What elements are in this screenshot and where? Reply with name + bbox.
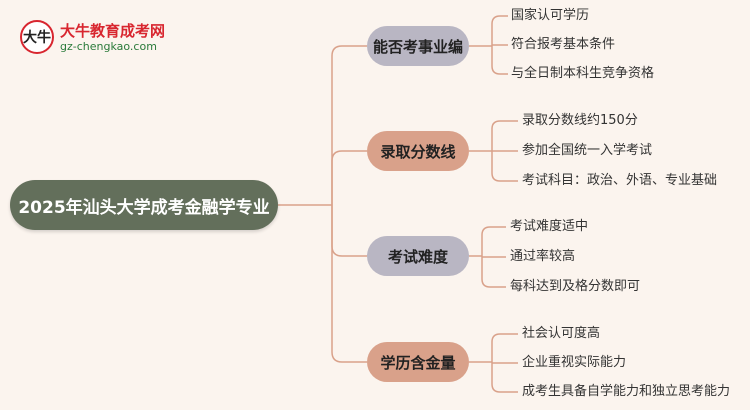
logo-url: gz-chengkao.com bbox=[60, 40, 157, 53]
branch-connector bbox=[331, 205, 367, 363]
leaf-node: 考试难度适中 bbox=[510, 219, 589, 234]
leaf-node: 考试科目：政治、外语、专业基础 bbox=[522, 173, 718, 188]
leaf-node: 企业重视实际能力 bbox=[522, 355, 627, 370]
branch-connector bbox=[331, 205, 367, 257]
leaf-node: 社会认可度高 bbox=[522, 326, 601, 341]
leaf-connector bbox=[491, 362, 518, 393]
leaf-node: 每科达到及格分数即可 bbox=[510, 279, 641, 294]
leaf-node: 成考生具备自学能力和独立思考能力 bbox=[522, 384, 731, 399]
logo-mark-icon: 大牛 bbox=[20, 20, 54, 54]
leaf-connector bbox=[491, 120, 518, 151]
branch-node-career: 能否考事业编 bbox=[367, 26, 469, 66]
root-node: 2025年汕头大学成考金融学专业 bbox=[10, 180, 278, 230]
logo-title: 大牛教育成考网 bbox=[60, 22, 166, 40]
leaf-node: 录取分数线约150分 bbox=[522, 113, 638, 128]
leaf-connector bbox=[491, 151, 518, 182]
leaf-node: 参加全国统一入学考试 bbox=[522, 143, 653, 158]
leaf-connector bbox=[491, 15, 508, 46]
leaf-connector bbox=[481, 226, 506, 256]
leaf-node: 通过率较高 bbox=[510, 249, 576, 264]
site-logo[interactable]: 大牛 大牛教育成考网 gz-chengkao.com bbox=[20, 18, 165, 58]
branch-node-difficulty: 考试难度 bbox=[367, 236, 469, 276]
branch-node-value: 学历含金量 bbox=[367, 342, 469, 382]
branch-connector bbox=[331, 45, 367, 205]
branch-node-score: 录取分数线 bbox=[367, 131, 469, 171]
leaf-node: 与全日制本科生竞争资格 bbox=[511, 66, 655, 81]
leaf-connector bbox=[491, 46, 508, 75]
leaf-node: 国家认可学历 bbox=[511, 8, 590, 23]
leaf-connector bbox=[481, 256, 506, 288]
branch-connector bbox=[331, 150, 367, 205]
leaf-connector bbox=[491, 333, 518, 362]
leaf-node: 符合报考基本条件 bbox=[511, 37, 616, 52]
